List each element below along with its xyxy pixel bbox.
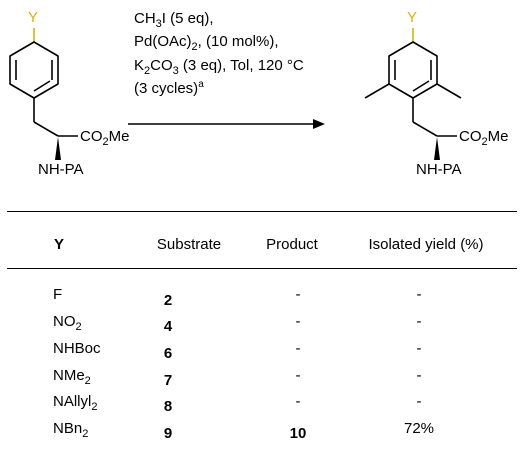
product-wedge-bond: [434, 137, 440, 160]
cell-y: NO2: [53, 313, 82, 333]
cell-product: -: [295, 340, 301, 357]
header-substrate: Substrate: [156, 236, 222, 253]
condition-line-3: K2CO3 (3 eq), Tol, 120 °C: [134, 57, 304, 77]
cell-substrate: 4: [163, 318, 173, 335]
cell-substrate: 8: [163, 398, 173, 415]
cell-substrate: 9: [163, 425, 173, 442]
starting-material-structure: [9, 28, 78, 137]
condition-line-4: (3 cycles)a: [134, 79, 204, 97]
product-amine-label: NH-PA: [416, 161, 462, 178]
cell-product: 10: [289, 425, 307, 442]
product-structure: [364, 28, 462, 137]
cell-yield: -: [416, 340, 422, 357]
condition-line-2: Pd(OAc)2, (10 mol%),: [134, 33, 279, 53]
cell-product: -: [295, 367, 301, 384]
product-ester-label: CO2Me: [459, 128, 509, 148]
cell-product: -: [295, 313, 301, 330]
cell-yield: -: [416, 367, 422, 384]
product-methyl-left: [364, 83, 390, 99]
cell-y: NMe2: [53, 367, 91, 387]
header-y: Y: [53, 236, 65, 253]
cell-yield: -: [416, 393, 422, 410]
sm-wedge-bond: [55, 137, 61, 160]
product-methyl-right: [436, 83, 462, 99]
reaction-scheme: [9, 28, 462, 160]
reaction-arrowhead: [313, 119, 325, 129]
sm-benzene-ring: [9, 41, 59, 99]
sm-y-label: Y: [28, 9, 39, 26]
sm-amine-label: NH-PA: [38, 161, 84, 178]
cell-substrate: 6: [163, 345, 173, 362]
cell-substrate: 7: [163, 372, 173, 389]
cell-yield: -: [416, 286, 422, 303]
header-isolated-yield: Isolated yield (%): [368, 236, 484, 253]
product-benzene-ring: [388, 41, 438, 99]
table-header-rule: [7, 268, 517, 269]
cell-yield: 72%: [403, 420, 435, 437]
cell-y: NHBoc: [53, 340, 101, 357]
condition-line-1: CH3I (5 eq),: [134, 10, 214, 30]
cell-y: F: [53, 286, 63, 303]
header-product: Product: [266, 236, 318, 253]
sm-ester-label: CO2Me: [80, 128, 130, 148]
table-top-rule: [7, 211, 517, 212]
cell-product: -: [295, 393, 301, 410]
cell-yield: -: [416, 313, 422, 330]
cell-substrate: 2: [163, 292, 173, 309]
cell-y: NBn2: [53, 420, 89, 440]
cell-y: NAllyl2: [53, 393, 98, 413]
cell-product: -: [295, 286, 301, 303]
product-y-label: Y: [407, 9, 418, 26]
